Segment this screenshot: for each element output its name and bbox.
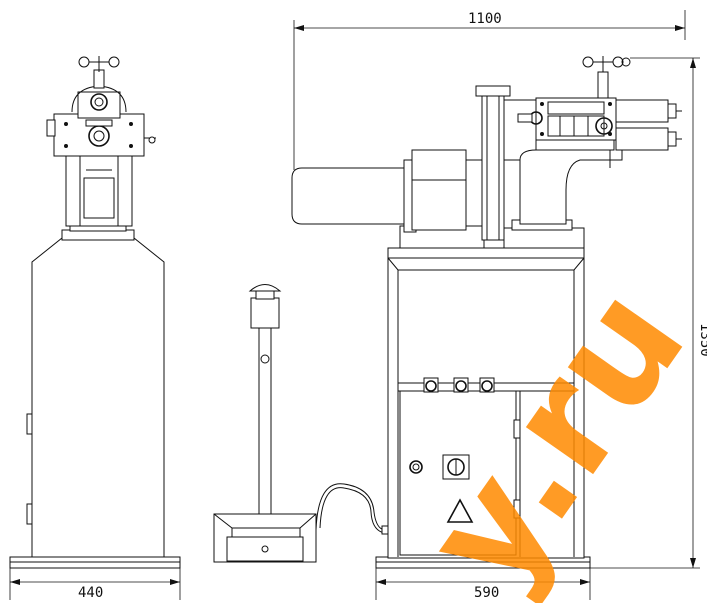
dim-overall-width-label: 1100 xyxy=(468,11,502,27)
side-upper-roller xyxy=(90,93,108,111)
pedal-foot-plate xyxy=(226,536,304,562)
indicator-lamp-1 xyxy=(425,380,437,392)
motor xyxy=(291,167,405,225)
side-handwheel-left xyxy=(78,56,90,68)
indicator-lamp-2 xyxy=(455,380,467,392)
front-handwheel-left xyxy=(582,56,594,68)
emergency-button xyxy=(409,460,423,474)
actuator-upper xyxy=(615,99,669,123)
side-cabinet-body xyxy=(31,237,165,558)
dim-front-width-label: 590 xyxy=(474,585,499,601)
dim-side-width-label: 440 xyxy=(78,585,103,601)
dim-overall-height-label: 1350 xyxy=(697,323,707,357)
front-column xyxy=(481,91,505,241)
front-handwheel-right xyxy=(612,56,624,68)
side-hinge-lower xyxy=(26,503,33,525)
front-view xyxy=(291,56,682,569)
side-adjust-screw xyxy=(93,69,105,89)
dimension-lines: 1100 1350 440 590 xyxy=(9,10,707,601)
pedal-stand-pole xyxy=(258,327,272,515)
front-roller xyxy=(595,117,613,135)
pedal-cable xyxy=(315,483,385,531)
pedal-stand-top xyxy=(250,297,280,329)
side-handwheel-right xyxy=(108,56,120,68)
warning-triangle-icon xyxy=(446,498,474,523)
indicator-lamp-3 xyxy=(481,380,493,392)
gearbox xyxy=(411,149,467,231)
foot-pedal xyxy=(213,284,393,563)
side-head-knob xyxy=(46,119,56,137)
side-hinge-upper xyxy=(26,413,33,435)
actuator-lower xyxy=(615,127,669,151)
side-view xyxy=(9,56,181,569)
front-adjust-screw xyxy=(597,71,609,99)
